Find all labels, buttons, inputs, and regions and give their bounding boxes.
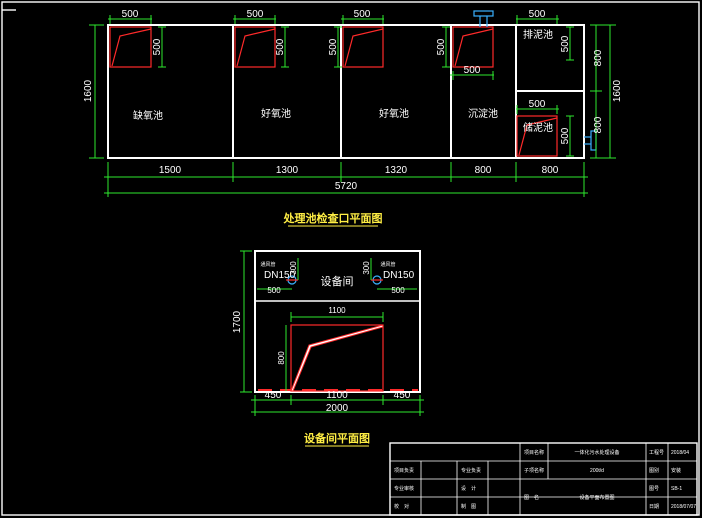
hatch-door-swing (344, 28, 384, 67)
tb-sub-label: 子项名称 (524, 467, 544, 474)
dim-text: 500 (529, 99, 546, 110)
dim-text: 500 (529, 9, 546, 20)
dim-text: 450 (394, 390, 411, 401)
tb-col4-label: 工程号 (649, 449, 664, 456)
vent-pipe-size-right: DN150 (383, 270, 415, 281)
vent-pipe-size-left: DN150 (264, 270, 296, 281)
room-label-sludge-discharge: 排泥池 (523, 28, 553, 41)
hatch-door-swing (454, 28, 494, 67)
tb-proofread-value: 制 图 (461, 503, 476, 510)
tb-proofread-label: 校 对 (394, 503, 409, 510)
vent-pipe-label-right: 通风管 (380, 261, 395, 268)
equipment-outline (290, 324, 384, 392)
tb-col4-label: 图别 (649, 467, 659, 474)
room-label-aerobic-1: 好氧池 (261, 107, 291, 120)
dim-text-total: 2000 (326, 403, 349, 414)
dim-text: 500 (247, 9, 264, 20)
plan2-dimensions (240, 250, 424, 416)
dim-text: 500 (328, 38, 339, 55)
dim-text: 1100 (326, 390, 348, 401)
hatch-door-swing (111, 28, 152, 67)
tb-project-value: 一体化污水处理设备 (574, 449, 619, 456)
tb-approve-value: 专业负责 (461, 467, 481, 474)
tb-drawing-name-value: 设备平面布置图 (579, 494, 614, 501)
dim-text: 1100 (328, 306, 346, 315)
dim-text: 500 (152, 38, 163, 55)
inspection-hatch (109, 26, 152, 68)
equipment-ramp (290, 324, 384, 392)
overall-dimensions (89, 24, 616, 197)
dim-text: 500 (267, 286, 281, 295)
dim-text-height: 800 (593, 116, 604, 133)
tank-outline (107, 24, 585, 159)
hatch-door-swing (236, 28, 276, 67)
room-label-anoxic: 缺氧池 (133, 109, 163, 122)
room-label-aerobic-2: 好氧池 (379, 107, 409, 120)
tb-drawing-name-label: 图 名 (524, 494, 539, 501)
dim-text: 500 (436, 38, 447, 55)
inspection-hatch (452, 26, 494, 68)
plan2-title: 设备间平面图 (304, 431, 370, 445)
tb-col4-label: 图号 (649, 486, 659, 492)
tb-approve-label: 项目负责 (394, 467, 414, 474)
dim-text: 1700 (232, 310, 243, 333)
dim-text: 800 (475, 165, 492, 176)
tb-project-label: 项目名称 (524, 449, 544, 456)
hatch-door-swing (518, 117, 558, 156)
dim-text: 1320 (385, 165, 408, 176)
tb-col4-value: 安装 (671, 467, 681, 474)
tb-col4-label: 日期 (649, 504, 659, 510)
title-block: 项目名称 一体化污水处理设备 子项名称 200t/d 项目负责 专业负责 专业审… (389, 442, 698, 516)
dim-text: 500 (560, 35, 571, 52)
tb-col4-value: SB-1 (671, 486, 682, 492)
plan1-treatment-tanks: 缺氧池 好氧池 好氧池 沉淀池 排泥池 储泥池 500 500 500 500 … (83, 9, 623, 227)
vent-pipe-label-left: 通风管 (260, 261, 275, 268)
dim-text: 500 (391, 286, 405, 295)
dim-text: 500 (560, 127, 571, 144)
dim-text: 500 (275, 38, 286, 55)
room-label-sedimentation: 沉淀池 (468, 107, 498, 120)
tb-check-value: 设 计 (461, 485, 476, 492)
dim-text: 500 (354, 9, 371, 20)
vent-pipe-icon (473, 10, 494, 27)
dim-text: 300 (289, 261, 298, 275)
inspection-hatch (516, 115, 558, 157)
hatch-dimensions (108, 15, 574, 157)
dim-text: 1300 (276, 165, 299, 176)
tb-check-label: 专业审核 (394, 485, 414, 492)
room-label-equipment: 设备间 (321, 274, 354, 288)
room-label-sludge-storage: 储泥池 (523, 121, 553, 134)
dim-text-total: 5720 (335, 181, 358, 192)
plan2-equipment-room: 通风管 DN150 通风管 DN150 设备间 500 500 300 300 … (232, 250, 424, 447)
plan1-title: 处理池检查口平面图 (283, 211, 383, 225)
inspection-hatch (342, 26, 384, 68)
dim-text: 1500 (159, 165, 182, 176)
dim-text-height: 1600 (83, 79, 94, 102)
dim-text: 500 (464, 65, 481, 76)
dim-text: 450 (265, 390, 282, 401)
room-outline (254, 250, 421, 393)
tb-col4-value: 2018/04 (671, 450, 689, 456)
dim-text: 800 (542, 165, 559, 176)
tb-col4-value: 2018/07/07 (671, 504, 696, 510)
inspection-hatch (234, 26, 276, 68)
dim-text-height: 1600 (612, 79, 623, 102)
dim-text: 800 (277, 351, 286, 365)
dim-text: 500 (122, 9, 139, 20)
dim-text: 300 (362, 261, 371, 275)
tb-sub-value: 200t/d (590, 468, 604, 474)
dim-text-height: 800 (593, 49, 604, 66)
